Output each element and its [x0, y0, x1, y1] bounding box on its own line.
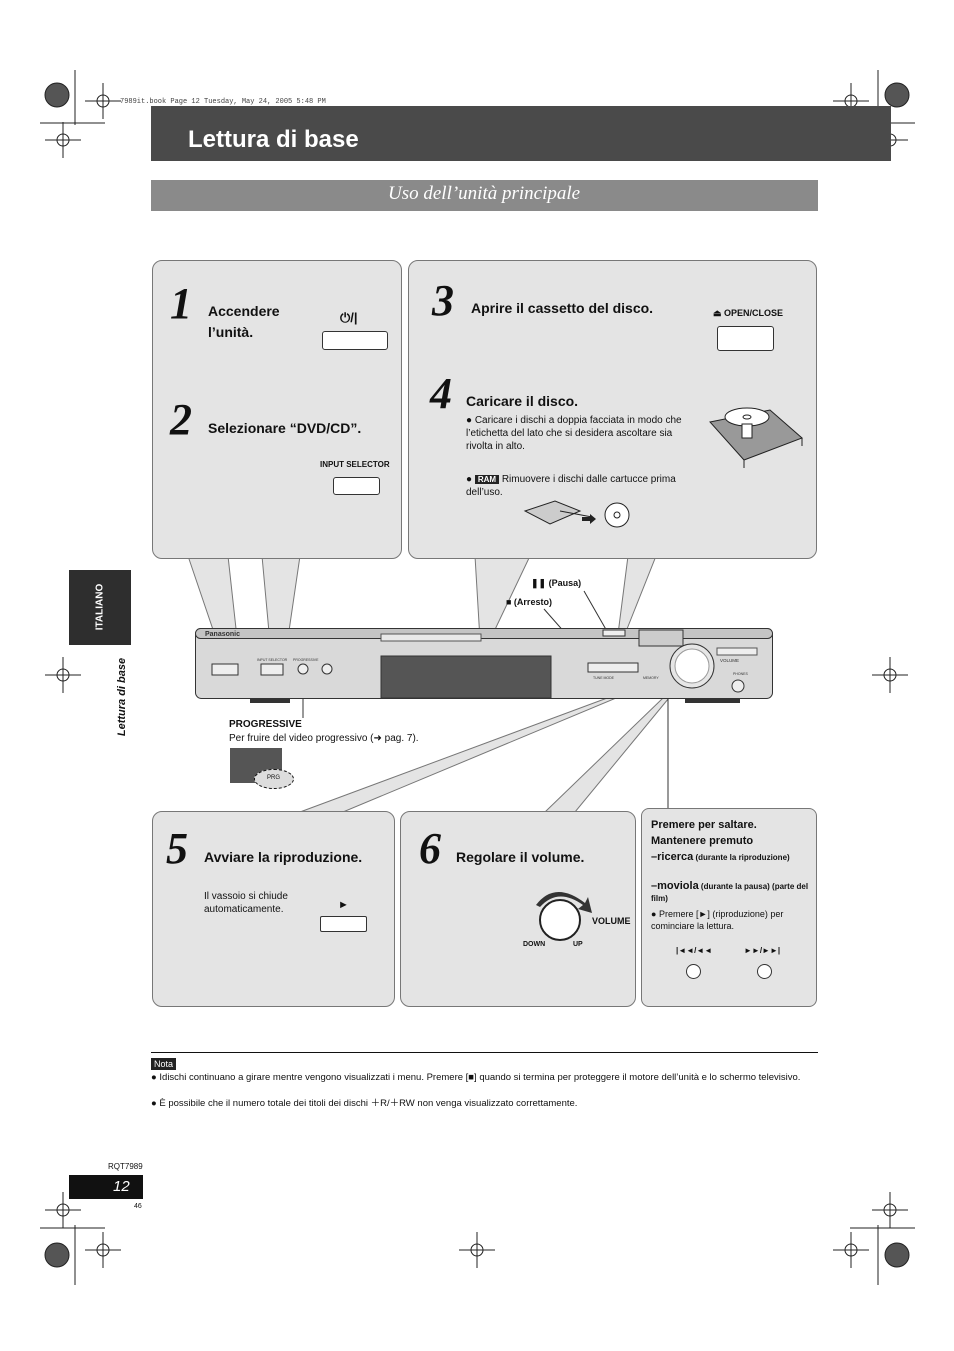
input-selector-label: INPUT SELECTOR — [320, 460, 390, 469]
next-button-label: ►►/►►| — [744, 946, 781, 955]
step-panel-1-2 — [152, 260, 402, 559]
skip-ricerca-note: (durante la riproduzione) — [695, 853, 790, 862]
step-panel-5 — [152, 811, 395, 1007]
step-4-bullet-2-text: Rimuovere i dischi dalle cartucce prima … — [466, 474, 676, 498]
progressive-title: PROGRESSIVE — [229, 719, 302, 730]
device-volume: VOLUME — [720, 658, 739, 663]
prev-button[interactable] — [686, 964, 701, 979]
prg-indicator — [254, 769, 294, 789]
device-progressive: PROGRESSIVE — [293, 658, 319, 662]
skip-panel — [641, 808, 817, 1007]
step-number-2: 2 — [170, 395, 192, 444]
open-close-button[interactable] — [717, 326, 774, 351]
ram-badge: RAM — [474, 475, 500, 484]
step-2-text: Selezionare “DVD/CD”. — [208, 420, 362, 436]
nota-line-1-text: Idischi continuano a girare mentre vengo… — [159, 1072, 801, 1083]
device-phones: PHONES — [733, 672, 748, 676]
skip-bullet: ● Premere [►] (riproduzione) per cominci… — [651, 909, 784, 931]
step-number-1: 1 — [170, 279, 192, 328]
step-4-bullet-1: ● Caricare i dischi a doppia facciata in… — [466, 415, 682, 452]
step-4-text: Caricare il disco. — [466, 393, 579, 409]
step-5-note: Il vassoio si chiude automaticamente. — [204, 891, 288, 915]
nota-rule — [151, 1052, 818, 1053]
device-brand: Panasonic — [205, 631, 240, 638]
step-number-6: 6 — [419, 824, 441, 873]
language-tab — [69, 570, 131, 645]
skip-moviola-label: –moviola — [651, 880, 699, 892]
device-input-selector: INPUT SELECTOR — [257, 658, 288, 662]
step-panel-6 — [400, 811, 636, 1007]
skip-ricerca: –ricerca (durante la riproduzione) — [651, 851, 811, 864]
skip-line-1: Premere per saltare. — [651, 819, 757, 831]
progressive-text: Per fruire del video progressivo (➜ pag.… — [229, 733, 419, 744]
disc-tray-illustration — [709, 407, 803, 468]
skip-bullet-text: Premere [►] (riproduzione) per cominciar… — [651, 909, 784, 931]
stop-callout: ■ (Arresto) — [506, 597, 552, 607]
sub-page-number: 46 — [134, 1203, 142, 1210]
play-button[interactable] — [320, 916, 367, 932]
power-button-label: ⏻/| — [340, 310, 358, 325]
step-4-bullet-1-text: Caricare i dischi a doppia facciata in m… — [466, 415, 682, 452]
step-6-text: Regolare il volume. — [456, 849, 585, 865]
step-5-text: Avviare la riproduzione. — [204, 849, 363, 865]
prg-label: PRG — [267, 775, 281, 781]
volume-down-label: DOWN — [523, 941, 546, 948]
device-memory: MEMORY — [643, 676, 659, 680]
step-number-4: 4 — [430, 369, 452, 418]
nota-line-2-text: È possibile che il numero totale dei tit… — [159, 1098, 578, 1109]
prev-button-label: |◄◄/◄◄ — [676, 946, 713, 955]
volume-knob-illustration[interactable] — [530, 885, 600, 945]
step-1-text-line1: Accendere — [208, 303, 280, 319]
skip-ricerca-label: –ricerca — [651, 851, 694, 863]
nota-line-1: ● Idischi continuano a girare mentre ven… — [151, 1072, 801, 1083]
pause-callout: ❚❚ (Pausa) — [531, 578, 582, 588]
subheader-bar — [151, 180, 818, 211]
volume-up-label: UP — [573, 941, 583, 948]
nota-line-2: ● È possibile che il numero totale dei t… — [151, 1098, 578, 1109]
play-button-label: ► — [338, 899, 349, 911]
page-number: 12 — [113, 1178, 130, 1195]
step-3-text: Aprire il cassetto del disco. — [471, 300, 654, 316]
skip-moviola-note: (durante la pausa) (parte del film) — [651, 882, 809, 903]
skip-line-2: Mantenere premuto — [651, 835, 754, 847]
skip-moviola: –moviola (durante la pausa) (parte del f… — [651, 880, 811, 905]
section-title: Uso dell’unità principale — [388, 183, 581, 204]
input-selector-button[interactable] — [333, 477, 380, 495]
device-tune-mode: TUNE MODE — [593, 676, 615, 680]
header-bar — [151, 106, 891, 161]
next-button[interactable] — [757, 964, 772, 979]
step-number-3: 3 — [432, 276, 454, 325]
page-title: Lettura di base — [188, 126, 359, 153]
file-meta: 7989it.book Page 12 Tuesday, May 24, 200… — [120, 98, 326, 106]
page-number-box — [69, 1175, 143, 1199]
power-button[interactable] — [322, 331, 388, 350]
step-1-text-line2: l’unità. — [208, 324, 254, 340]
nota-label: Nota — [151, 1058, 177, 1070]
volume-label: VOLUME — [592, 916, 631, 926]
dvd-player-front-panel: Panasonic INPUT SELECTOR PROGRESSIVE VOL… — [195, 628, 773, 703]
step-number-5: 5 — [166, 824, 188, 873]
cartridge-illustration — [523, 500, 630, 528]
model-number: RQT7989 — [108, 1162, 143, 1171]
open-close-label: ⏏ OPEN/CLOSE — [713, 308, 784, 318]
step-4-bullet-2: ● RAM Rimuovere i dischi dalle cartucce … — [466, 474, 676, 498]
